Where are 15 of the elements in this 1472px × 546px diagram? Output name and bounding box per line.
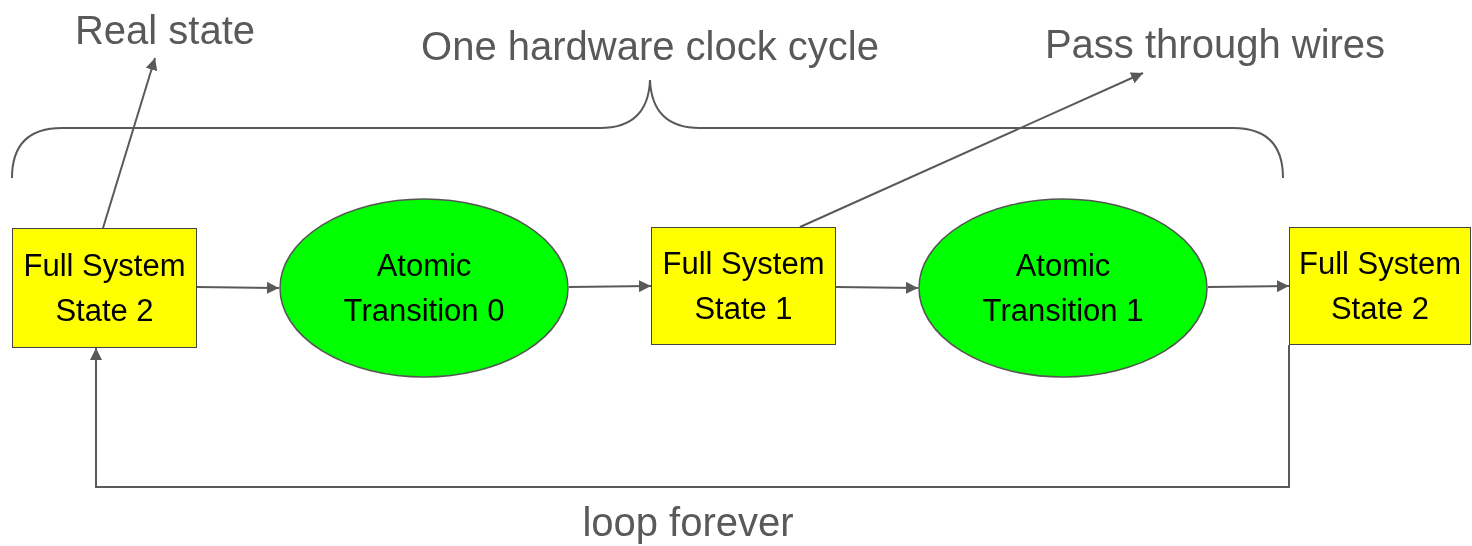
arrow [835, 281, 919, 294]
arrow [568, 280, 652, 293]
state-box: Full System State 2 [1289, 227, 1471, 345]
state-box: Full System State 2 [12, 228, 197, 348]
arrow [799, 72, 1144, 228]
arrow [196, 281, 280, 294]
brace-label: One hardware clock cycle [420, 23, 880, 70]
arrow [1207, 280, 1290, 293]
state-box: Full System State 1 [651, 227, 836, 345]
callout-text: Real state [50, 2, 280, 58]
arrow [90, 344, 1290, 488]
arrow [102, 57, 158, 229]
process-ellipse: Atomic Transition 1 [918, 198, 1208, 378]
callout-text: Pass through wires [1000, 15, 1430, 73]
process-ellipse: Atomic Transition 0 [279, 198, 569, 378]
